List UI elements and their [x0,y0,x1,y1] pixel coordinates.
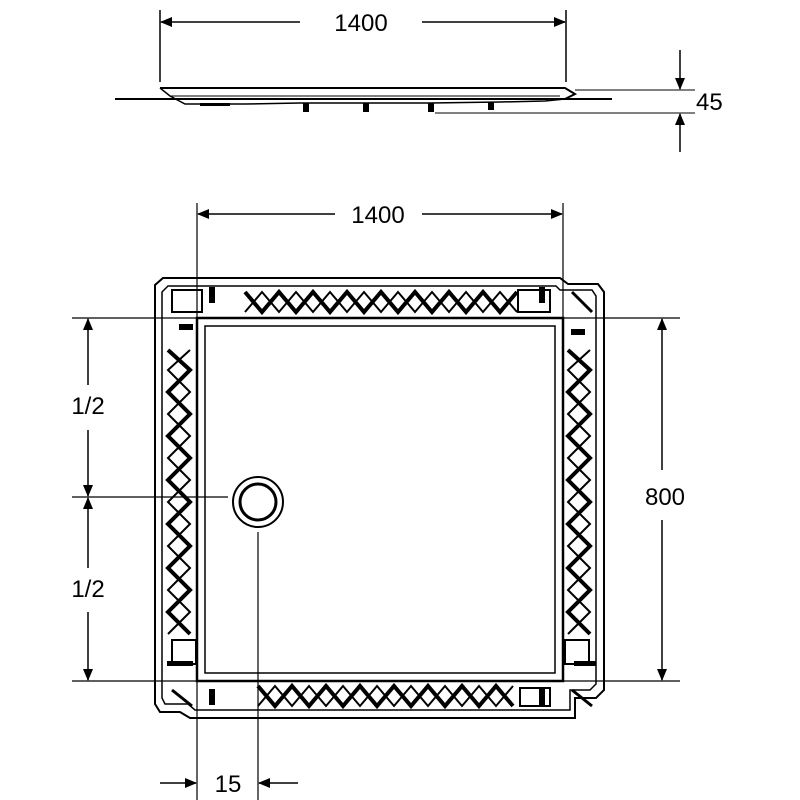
bottom-lattice [256,682,515,710]
support-frame-lattice [165,287,596,710]
plan-view: 1400 800 1/2 1/2 15 [71,202,685,800]
plan-width-dimension: 1400 [196,202,564,800]
plan-depth-dimension: 800 [563,317,685,682]
left-lattice [165,348,193,636]
side-width-label: 1400 [334,10,387,37]
side-height-dimension: 45 [675,50,723,152]
side-width-dimension: 1400 [159,10,567,82]
right-lattice [565,348,593,636]
top-lattice [243,288,519,316]
lower-half-label: 1/2 [71,576,104,603]
drain-offset-dimension: 15 [160,532,298,800]
tray-profile [115,87,695,114]
upper-half-label: 1/2 [71,393,104,420]
tray-surface [195,316,565,683]
drain-offset-label: 15 [215,771,242,798]
drain [232,476,284,528]
plan-width-label: 1400 [351,202,404,229]
side-height-label: 45 [696,89,723,116]
outer-frame [154,277,605,719]
plan-half-dimensions: 1/2 1/2 [71,317,228,682]
side-view: 1400 45 [115,10,723,152]
plan-depth-label: 800 [645,484,685,511]
corner-brackets [167,287,596,708]
